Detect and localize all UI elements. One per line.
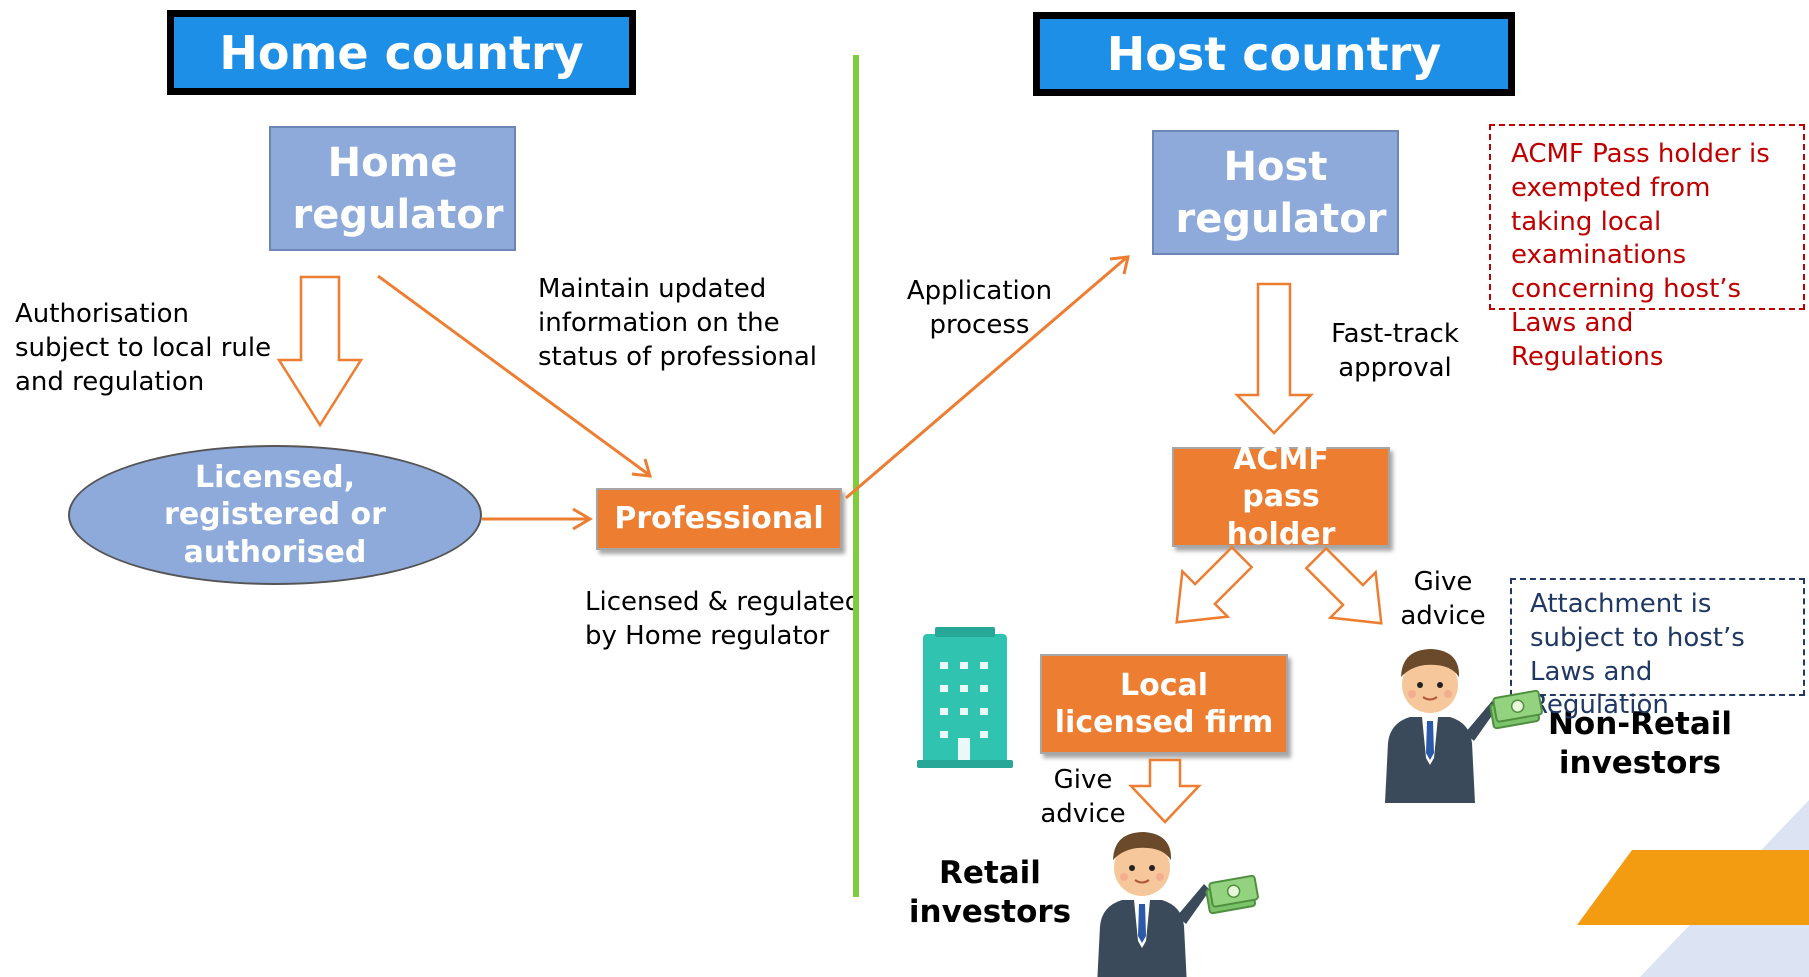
maintain-info-arrowhead [631, 458, 653, 478]
professional-box: Professional [596, 488, 842, 550]
corner-decoration-orange [1577, 850, 1809, 925]
give-advice-bottom-label: Give advice [1040, 765, 1126, 829]
fast-track-label: Fast-track approval [1331, 319, 1459, 383]
application-process-arrow [845, 256, 1127, 500]
host-regulator-label: Host regulator [1175, 143, 1387, 242]
fast-track-block-arrow [1234, 282, 1314, 435]
home-regulator-label: Home regulator [292, 139, 504, 238]
exemption-note: ACMF Pass holder is exempted from taking… [1489, 124, 1805, 372]
home-country-header-text: Home country [219, 25, 584, 80]
licensed-to-professional-arrowhead [572, 507, 593, 531]
investor-icon [1385, 649, 1498, 803]
local-licensed-firm-box: Local licensed firm [1040, 654, 1288, 754]
retail-investors-label: Retail investors [908, 855, 1072, 930]
exemption-note-text: ACMF Pass holder is exempted from taking… [1511, 139, 1770, 372]
non-retail-investors-label: Non-Retail investors [1547, 706, 1733, 781]
building-icon [917, 627, 1013, 768]
host-country-header: Host country [1033, 12, 1515, 96]
maintain-info-label: Maintain updated information on the stat… [538, 274, 818, 372]
diagonal-block-arrow-left [1175, 545, 1254, 624]
authorisation-block-arrow [276, 275, 364, 428]
give-advice-block-arrow [1128, 758, 1202, 824]
licensed-entity-label: Licensed, registered or authorised [164, 459, 386, 570]
application-process-arrowhead [1109, 255, 1130, 275]
host-regulator-box: Host regulator [1152, 130, 1399, 255]
cash-icon [1205, 874, 1259, 915]
acmf-pass-holder-label: ACMF pass holder [1226, 441, 1336, 552]
application-process-label: Application process [906, 276, 1053, 340]
cash-icon [1489, 689, 1543, 730]
diagonal-block-arrow-right [1304, 546, 1383, 625]
local-licensed-firm-label: Local licensed firm [1054, 667, 1274, 741]
maintain-info-arrow [377, 274, 649, 476]
give-advice-right-label: Give advice [1400, 567, 1486, 631]
professional-label: Professional [614, 501, 824, 537]
acmf-pass-holder-box: ACMF pass holder [1172, 442, 1390, 552]
authorisation-label: Authorisation subject to local rule and … [15, 299, 272, 397]
host-country-header-text: Host country [1106, 27, 1442, 81]
investor-icon [1097, 832, 1210, 977]
home-regulator-box: Home regulator [269, 126, 516, 251]
licensed-entity-ellipse: Licensed, registered or authorised [68, 445, 482, 585]
home-country-header: Home country [167, 10, 636, 95]
attachment-note-text: Attachment is subject to host’s Laws and… [1530, 589, 1745, 721]
licensed-regulated-label: Licensed & regulated by Home regulator [585, 587, 862, 651]
attachment-note: Attachment is subject to host’s Laws and… [1510, 578, 1805, 720]
